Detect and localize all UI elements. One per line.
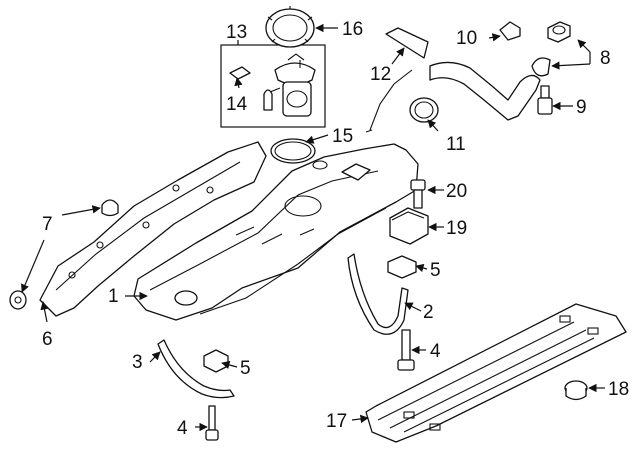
nut-5-lower-part bbox=[203, 349, 229, 373]
gasket-part bbox=[270, 138, 316, 164]
hose-clamp-part bbox=[409, 97, 439, 123]
callout-10: 10 bbox=[456, 28, 477, 49]
callout-15: 15 bbox=[332, 126, 353, 147]
bolt-9-part bbox=[537, 85, 553, 115]
nut-18-part bbox=[564, 380, 588, 401]
tank-strap-3-part bbox=[157, 339, 235, 399]
leader-lines bbox=[21, 23, 605, 432]
tank-strap-bracket-part bbox=[39, 141, 267, 317]
callouts: 1 2 3 4 4 5 5 6 7 8 9 10 11 12 13 14 15 … bbox=[42, 19, 629, 439]
filler-pipe-part bbox=[365, 27, 541, 133]
callout-2: 2 bbox=[423, 302, 434, 323]
callout-5-lower: 5 bbox=[240, 358, 251, 379]
clip-part bbox=[499, 21, 521, 41]
nut-5-upper-part bbox=[387, 255, 417, 279]
bolt-4-upper-part bbox=[397, 329, 415, 371]
callout-1: 1 bbox=[108, 286, 119, 307]
filler-cap-part bbox=[531, 21, 571, 77]
callout-14: 14 bbox=[226, 94, 248, 115]
callout-20: 20 bbox=[446, 181, 467, 202]
callout-19: 19 bbox=[446, 218, 467, 239]
kit-box bbox=[220, 44, 326, 128]
tank-strap-2-part bbox=[347, 253, 409, 335]
fuel-pump-module-part bbox=[269, 53, 316, 117]
bolt-20-part bbox=[410, 179, 426, 209]
pump-seal-part bbox=[229, 66, 273, 111]
callout-17: 17 bbox=[326, 411, 347, 432]
callout-3: 3 bbox=[132, 352, 143, 373]
callout-5-upper: 5 bbox=[430, 260, 441, 281]
callout-16: 16 bbox=[342, 19, 363, 40]
callout-4-lower: 4 bbox=[177, 418, 188, 439]
callout-7: 7 bbox=[42, 214, 53, 235]
callout-4-upper: 4 bbox=[430, 341, 441, 362]
callout-6: 6 bbox=[42, 329, 53, 350]
callout-13: 13 bbox=[226, 22, 247, 43]
callout-8: 8 bbox=[600, 48, 611, 69]
grommet-part bbox=[9, 199, 119, 310]
bolt-4-lower-part bbox=[205, 405, 219, 441]
callout-9: 9 bbox=[576, 97, 587, 118]
fuel-tank-part bbox=[133, 143, 419, 321]
sensor-19-part bbox=[389, 207, 429, 245]
skid-plate-part bbox=[365, 303, 627, 443]
lock-ring-part bbox=[265, 6, 315, 48]
callout-18: 18 bbox=[608, 379, 629, 400]
callout-12: 12 bbox=[370, 64, 391, 85]
callout-11: 11 bbox=[446, 134, 466, 155]
